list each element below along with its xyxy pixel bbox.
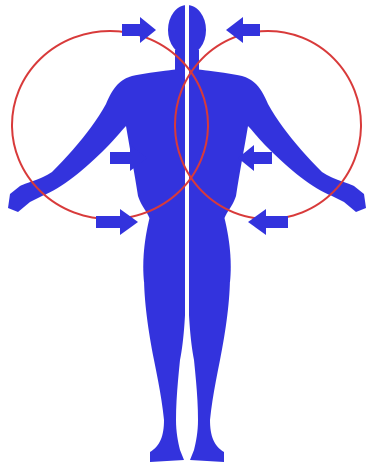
arrow-left-bottom [96, 209, 138, 235]
left-leg [144, 276, 186, 462]
arrow-right-bottom [248, 209, 288, 235]
right-leg [188, 276, 230, 462]
midline-divider [185, 4, 189, 470]
